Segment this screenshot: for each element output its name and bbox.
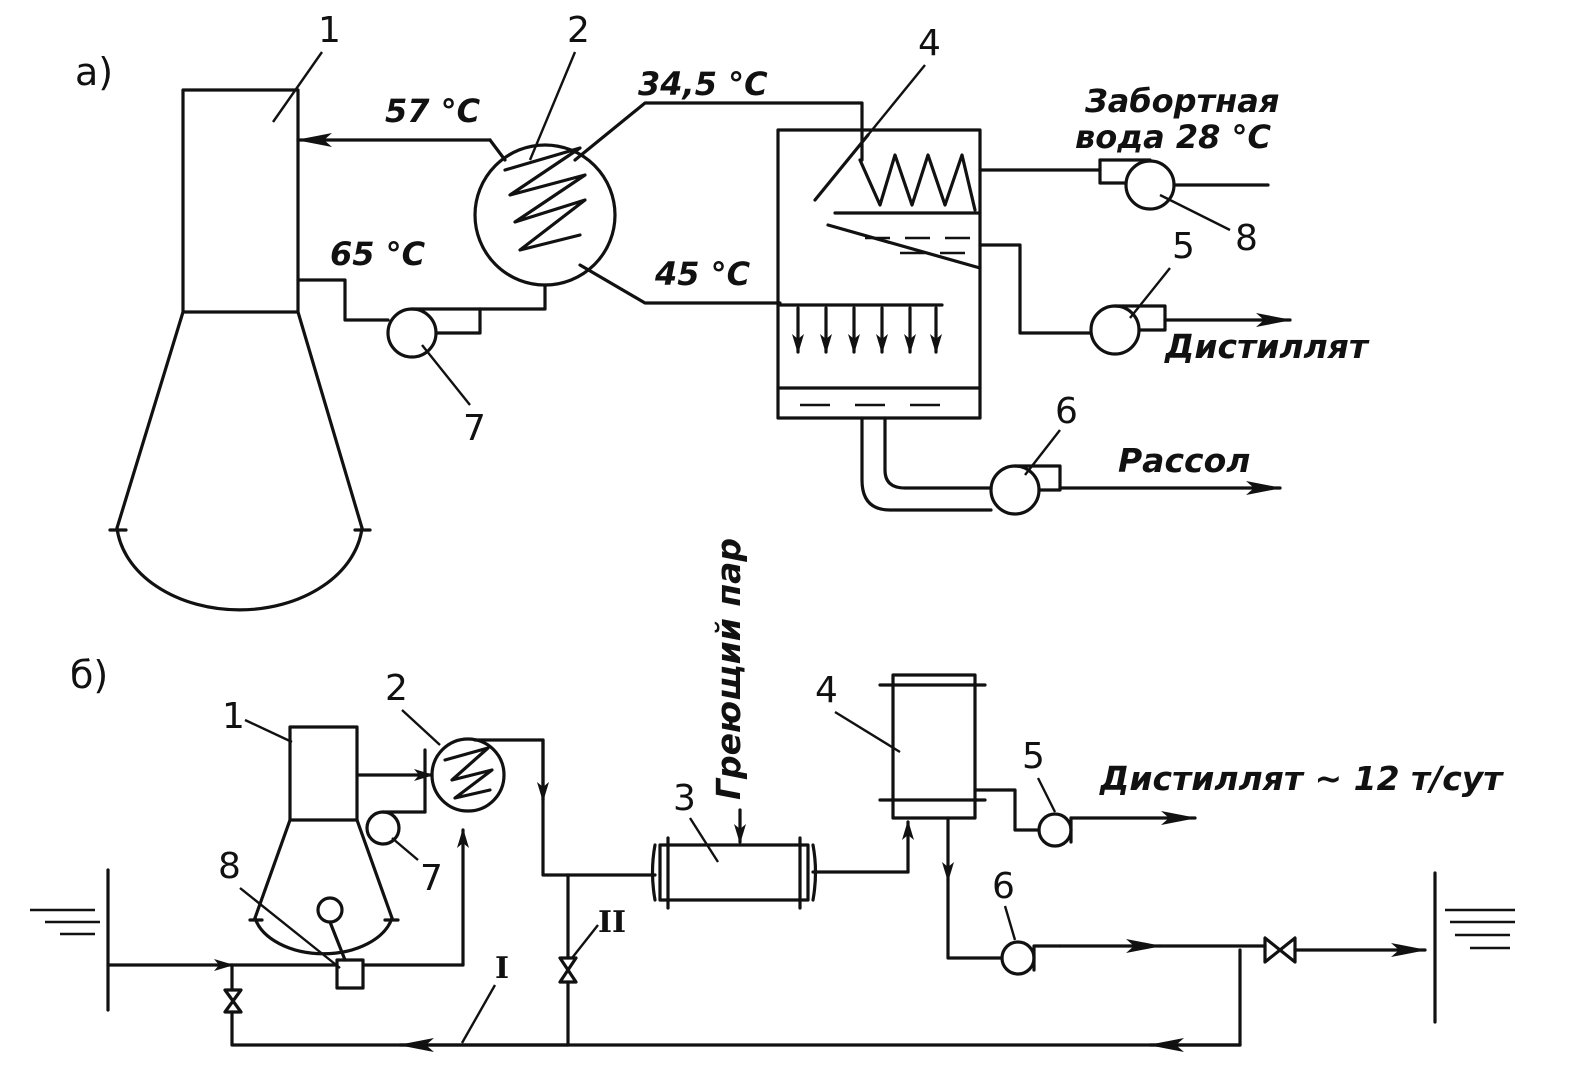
valves-b — [223, 936, 1297, 1014]
label-a-2: 2 — [567, 10, 590, 51]
label-a-6: 6 — [1055, 391, 1078, 432]
label-b-6: 6 — [992, 866, 1015, 907]
engine-1-small — [248, 725, 400, 962]
diagram-b: б) — [30, 538, 1515, 1052]
flow-distillate-b: Дистиллят ~ 12 т/сут — [1099, 759, 1504, 798]
label-a-1: 1 — [318, 10, 341, 51]
flow-distillate-a: Дистиллят — [1164, 327, 1370, 366]
labels-b: 1 2 3 4 5 6 7 8 I II Греющий пар Дистилл… — [218, 538, 1504, 1044]
engine-1 — [108, 88, 372, 612]
label-b-8: 8 — [218, 846, 241, 887]
label-a-7: 7 — [463, 408, 486, 449]
pipes-a — [296, 101, 864, 322]
temp-45: 45 °C — [654, 255, 751, 293]
pump-7 — [386, 307, 482, 359]
diagram-a-label: а) — [75, 50, 113, 94]
label-b-3: 3 — [673, 778, 696, 819]
temp-57: 57 °C — [385, 92, 481, 130]
roman-I: I — [495, 951, 509, 986]
label-b-5: 5 — [1022, 736, 1045, 777]
heat-exchanger-2 — [473, 143, 617, 287]
temp-65: 65 °C — [330, 235, 426, 273]
pump-6 — [860, 416, 1282, 516]
sea-water-line-2: вода 28 °C — [1075, 118, 1271, 156]
pump-6-small — [1000, 940, 1062, 976]
label-a-5: 5 — [1172, 226, 1195, 267]
flow-heating-steam: Греющий пар — [709, 538, 748, 800]
sea-walls — [30, 868, 1515, 1024]
pump-7-small — [365, 810, 427, 846]
pump-8 — [978, 158, 1270, 211]
pipes-b — [106, 738, 1427, 1052]
label-a-4: 4 — [918, 23, 941, 64]
label-b-2: 2 — [385, 668, 408, 709]
label-a-8: 8 — [1235, 218, 1258, 259]
roman-II: II — [598, 905, 626, 940]
evaporator-4 — [776, 128, 982, 420]
flow-brine: Рассол — [1118, 441, 1250, 480]
diagram-b-label: б) — [70, 653, 108, 697]
sea-water-line-1: Забортная — [1084, 82, 1279, 120]
heat-exchanger-2-small — [430, 737, 506, 813]
sensor-8 — [335, 958, 365, 990]
pump-5 — [978, 243, 1292, 356]
label-b-7: 7 — [420, 858, 443, 899]
labels-a: 1 2 4 8 5 7 6 57 °C 34,5 °C 65 °C 45 °C … — [272, 10, 1370, 480]
heater-3 — [650, 808, 818, 910]
pump-5-small — [973, 788, 1197, 848]
temp-34-5: 34,5 °C — [638, 65, 768, 103]
evaporator-4-small — [878, 673, 987, 820]
label-b-1: 1 — [222, 696, 245, 737]
diagram-a: а) — [75, 10, 1370, 612]
label-b-4: 4 — [815, 670, 838, 711]
